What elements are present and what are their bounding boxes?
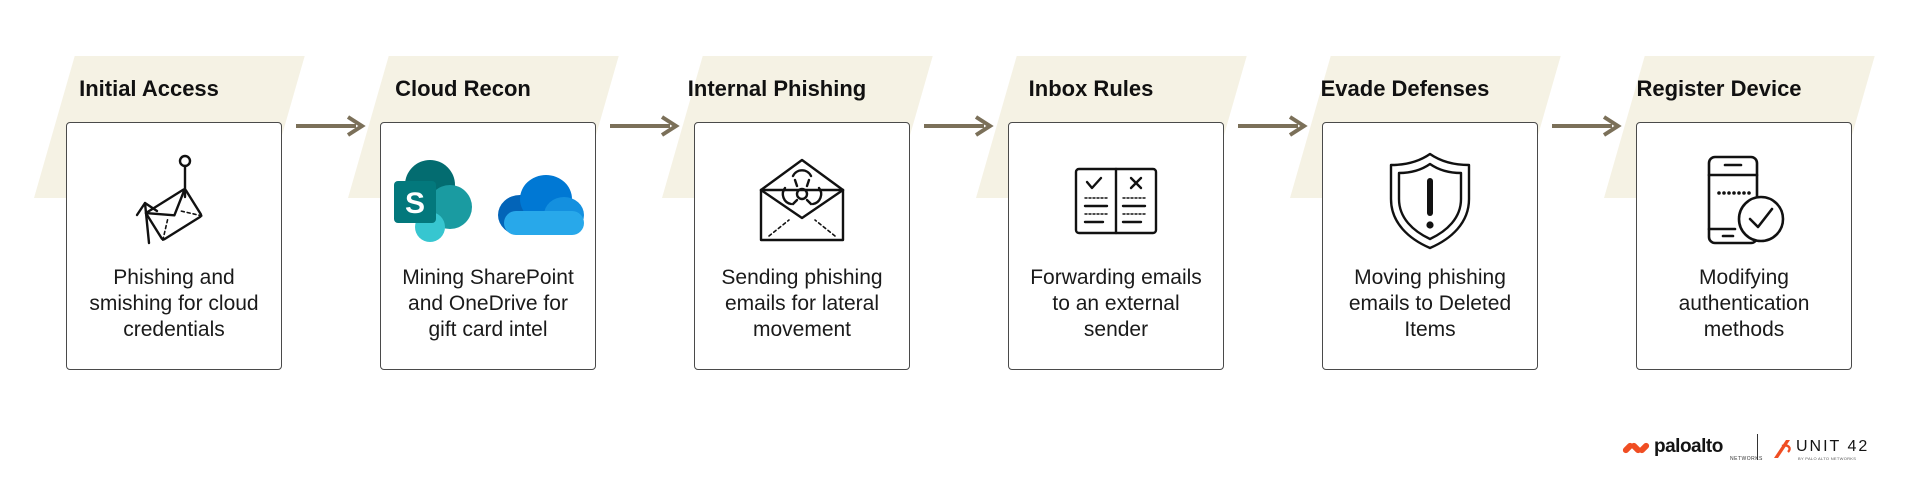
flow-arrow — [1552, 115, 1622, 137]
stage-description: Moving phishing emails to Deleted Items — [1348, 266, 1512, 341]
biohazard-envelope-icon — [759, 158, 845, 242]
flow-arrow — [610, 115, 680, 137]
stage-card: Sending phishing emails for lateral move… — [694, 122, 910, 370]
stage-evade-defenses: Evade Defenses Moving phishing emails to… — [1290, 0, 1561, 380]
phone-check-icon — [1707, 155, 1785, 245]
sharepoint-icon: S — [394, 160, 472, 242]
stage-card: Phishing and smishing for cloud credenti… — [66, 122, 282, 370]
stage-description: Mining SharePoint and OneDrive for gift … — [402, 266, 574, 341]
stage-card: Moving phishing emails to Deleted Items — [1322, 122, 1538, 370]
onedrive-icon — [498, 175, 584, 235]
stage-register-device: Register Device — [1604, 0, 1875, 380]
check-icon — [1748, 207, 1774, 229]
paloalto-subtitle: NETWORKS — [1730, 456, 1763, 462]
stage-title: Register Device — [1636, 76, 1802, 101]
logo-divider — [1757, 434, 1758, 460]
stage-initial-access: Initial Access Phishing and smishing for… — [34, 0, 305, 380]
stage-card: Forwarding emails to an external sender — [1008, 122, 1224, 370]
stage-description: Modifying authentication methods — [1678, 266, 1810, 341]
flow-arrow — [1238, 115, 1308, 137]
stage-internal-phishing: Internal Phishing Sending phishing email… — [662, 0, 933, 380]
sharepoint-onedrive-icon: S — [394, 160, 584, 242]
stage-description: Sending phishing emails for lateral move… — [721, 266, 883, 341]
paloalto-logo-icon — [1622, 442, 1650, 454]
stage-title: Inbox Rules — [1028, 76, 1154, 101]
check-icon — [1085, 176, 1103, 190]
x-icon — [1129, 176, 1143, 190]
stage-title: Cloud Recon — [395, 76, 531, 101]
brand-logos: paloalto NETWORKS UNIT 42 BY PALO ALTO N… — [1620, 432, 1880, 464]
stage-cloud-recon: Cloud Recon S — [348, 0, 619, 380]
rules-book-icon — [1074, 167, 1158, 235]
phishing-hook-envelope-icon — [135, 154, 203, 245]
paloalto-wordmark: paloalto — [1654, 436, 1723, 457]
stage-card: Modifying authentication methods — [1636, 122, 1852, 370]
stage-description: Phishing and smishing for cloud credenti… — [89, 266, 259, 341]
unit42-wordmark: UNIT 42 — [1796, 438, 1870, 455]
stage-title: Internal Phishing — [687, 76, 867, 101]
flow-arrow — [924, 115, 994, 137]
unit42-subtitle: BY PALO ALTO NETWORKS — [1798, 456, 1857, 461]
shield-alert-icon — [1389, 152, 1471, 250]
flow-arrow — [296, 115, 366, 137]
unit42-logo-icon — [1774, 440, 1791, 458]
stage-inbox-rules: Inbox Rules Forwarding em — [976, 0, 1247, 380]
stage-title: Initial Access — [79, 76, 219, 101]
stage-title: Evade Defenses — [1320, 76, 1490, 101]
stage-card: S Mining SharePoint and OneDrive for gif… — [380, 122, 596, 370]
stage-description: Forwarding emails to an external sender — [1030, 266, 1202, 341]
svg-text:S: S — [405, 187, 425, 220]
